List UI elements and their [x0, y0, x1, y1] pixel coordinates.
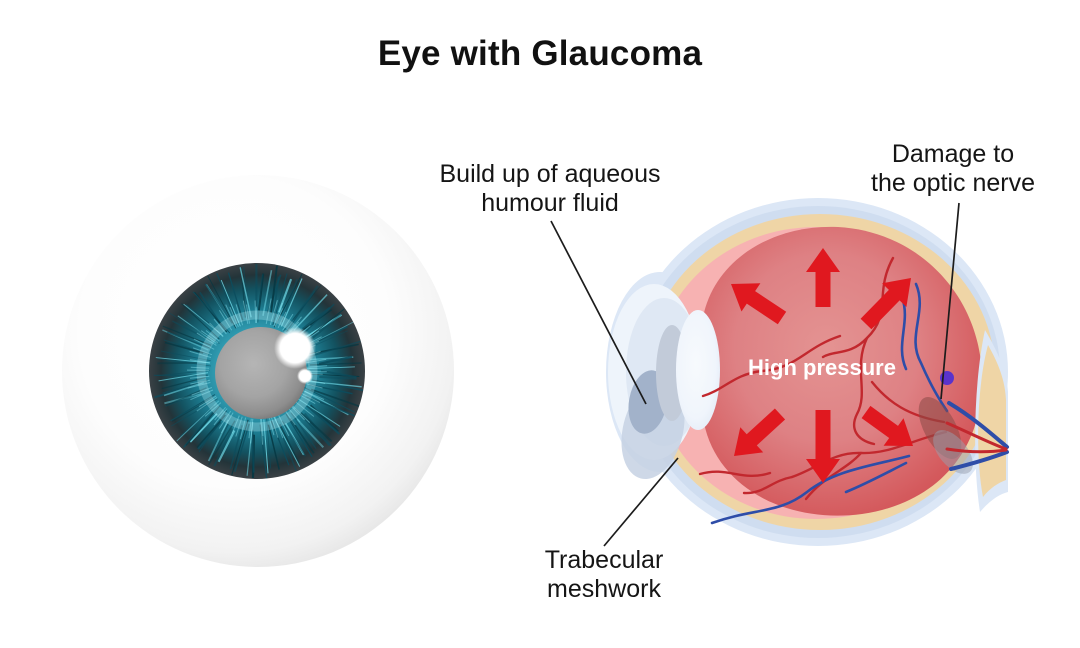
label-trabecular-line2: meshwork [547, 575, 661, 603]
pressure-arrow [734, 408, 786, 456]
stalk-vessels [945, 401, 1009, 471]
pupil-highlight-small [297, 368, 313, 384]
pointer-line-optic-nerve [940, 202, 960, 400]
pointer-line-aqueous [550, 220, 647, 405]
pressure-arrow [806, 410, 840, 483]
pointer-lines [550, 202, 960, 547]
pressure-arrow [860, 278, 911, 330]
optic-disc-shadow [933, 430, 973, 474]
pressure-arrow [731, 283, 787, 325]
front-eye-illustration [62, 175, 454, 567]
cross-section-illustration [550, 198, 1009, 547]
label-build-up: Build up of aqueous humour fluid [380, 160, 720, 218]
page-title: Eye with Glaucoma [377, 34, 703, 73]
pupil-glow-ring [196, 310, 318, 432]
label-damage-line1: Damage to [891, 140, 1015, 168]
label-high-pressure: High pressure [748, 355, 896, 380]
iris-fibers [153, 263, 364, 479]
label-trabecular-line1: Trabecular [544, 546, 664, 574]
pointer-line-trabecular [603, 457, 679, 547]
pressure-arrows [731, 248, 913, 483]
pressure-arrow [861, 405, 913, 446]
pupil-highlight-large [274, 327, 316, 369]
label-damage-line2: the optic nerve [871, 169, 1035, 197]
label-build-up-line2: humour fluid [481, 189, 619, 217]
label-build-up-line1: Build up of aqueous [439, 160, 661, 188]
label-trabecular-meshwork: Trabecular meshwork [474, 546, 734, 604]
pressure-arrow [806, 248, 840, 307]
lens [676, 310, 720, 430]
label-optic-nerve-damage: Damage to the optic nerve [812, 140, 1080, 198]
optic-nerve-stalk [945, 330, 1009, 512]
